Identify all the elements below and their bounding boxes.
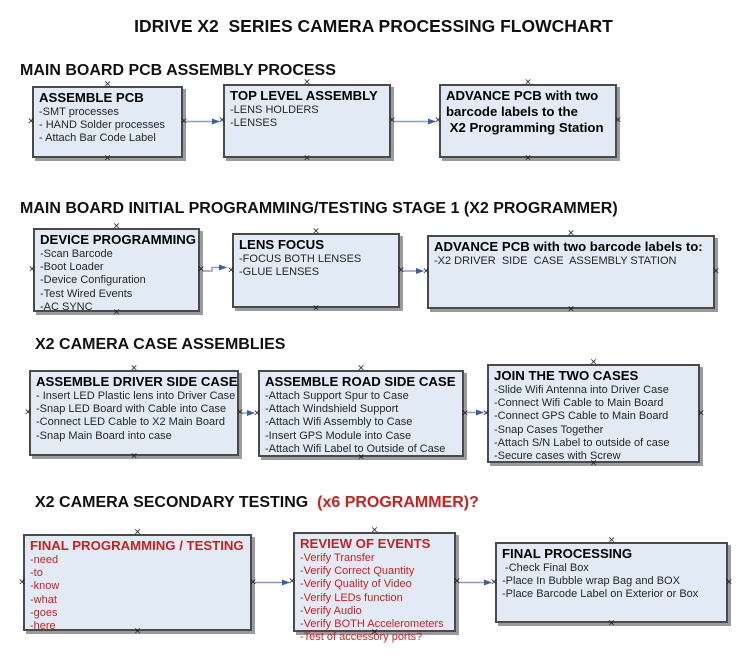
box-item: -Boot Loader <box>40 261 104 274</box>
box-item: -Snap LED Board with Cable into Case <box>36 403 227 416</box>
box-item: -to <box>30 567 43 580</box>
box-item: -LENS HOLDERS <box>230 104 319 116</box>
box-item: -Verify LEDs function <box>300 591 403 604</box>
flow-box-advance-pcb-driver-station[interactable]: ADVANCE PCB with two barcode labels to: … <box>427 235 715 309</box>
flow-box-top-level-assembly[interactable]: TOP LEVEL ASSEMBLY -LENS HOLDERS -LENSES <box>223 84 391 158</box>
box-item: -Check Final Box <box>502 562 589 574</box>
box-item: -X2 DRIVER SIDE CASE ASSEMBLY STATION <box>434 255 677 267</box>
box-title: DEVICE PROGRAMMING <box>40 232 197 247</box>
box-item: -Connect GPS Cable to Main Board <box>494 410 669 423</box>
box-title: ASSEMBLE DRIVER SIDE CASE <box>36 374 238 389</box>
box-item: -Secure cases with Screw <box>494 450 621 463</box>
box-item: -Verify BOTH Accelerometers <box>300 618 444 631</box>
box-item: -here <box>30 620 56 633</box>
box-item: -Place In Bubble wrap Bag and BOX <box>502 575 680 588</box>
box-item: -FOCUS BOTH LENSES <box>239 253 362 265</box>
connector-arrow <box>202 264 227 272</box>
flow-box-lens-focus[interactable]: LENS FOCUS -FOCUS BOTH LENSES -GLUE LENS… <box>232 233 400 308</box>
box-item: -Connect Wifi Cable to Main Board <box>494 397 664 410</box>
box-item: -Snap Cases Together <box>494 423 604 436</box>
flow-box-assemble-driver-side-case[interactable]: ASSEMBLE DRIVER SIDE CASE - Insert LED P… <box>29 370 239 456</box>
section-heading-secondary-testing: X2 CAMERA SECONDARY TESTING (x6 PROGRAMM… <box>35 494 479 512</box>
box-item: -Verify Quality of Video <box>300 578 412 591</box>
box-item: -Attach Support Spur to Case <box>265 390 409 402</box>
box-title-line: X2 Programming Station <box>446 120 604 135</box>
box-item: -Verify Transfer <box>300 552 375 564</box>
flow-box-device-programming[interactable]: DEVICE PROGRAMMING -Scan Barcode -Boot L… <box>33 228 200 313</box>
heading-red-part: (x6 PROGRAMMER)? <box>312 494 479 511</box>
box-title-line: barcode labels to the <box>446 104 578 119</box>
box-item: - HAND Solder processes <box>39 119 165 132</box>
flow-box-final-programming-testing[interactable]: FINAL PROGRAMMING / TESTING -need -to -k… <box>23 534 252 633</box>
box-item: -Test of accessory ports? <box>300 631 423 644</box>
section-heading-initial-programming: MAIN BOARD INITIAL PROGRAMMING/TESTING S… <box>20 200 618 217</box>
box-title: ADVANCE PCB with two barcode labels to: <box>434 239 703 254</box>
box-item: -Verify Audio <box>300 604 362 617</box>
box-item: -Device Configuration <box>40 274 146 287</box>
box-title: LENS FOCUS <box>239 237 324 252</box>
flow-box-final-processing[interactable]: FINAL PROCESSING -Check Final Box -Place… <box>495 542 728 623</box>
box-item: -GLUE LENSES <box>239 266 320 279</box>
box-item: -Insert GPS Module into Case <box>265 429 412 442</box>
box-item: -Attach Wifi Label to Outside of Case <box>265 442 446 455</box>
box-item: -goes <box>30 606 58 619</box>
box-item: - Attach Bar Code Label <box>39 132 156 145</box>
box-item: - Insert LED Plastic lens into Driver Ca… <box>36 390 236 402</box>
box-item: -Test Wired Events <box>40 287 133 300</box>
box-title: FINAL PROGRAMMING / TESTING <box>30 538 244 553</box>
box-item: -LENSES <box>230 117 278 130</box>
box-title: TOP LEVEL ASSEMBLY <box>230 88 378 103</box>
box-item: -Connect LED Cable to X2 Main Board <box>36 416 225 429</box>
box-title: FINAL PROCESSING <box>502 546 633 561</box>
flow-box-review-of-events[interactable]: REVIEW OF EVENTS -Verify Transfer -Verif… <box>293 532 456 643</box>
flow-box-assemble-road-side-case[interactable]: ASSEMBLE ROAD SIDE CASE -Attach Support … <box>258 370 464 457</box>
box-item: -Attach S/N Label to outside of case <box>494 436 670 449</box>
box-item: -SMT processes <box>39 106 119 118</box>
heading-black-part: X2 CAMERA SECONDARY TESTING <box>35 494 313 511</box>
box-item: -Place Barcode Label on Exterior or Box <box>502 588 699 601</box>
box-item: -Verify Correct Quantity <box>300 565 415 578</box>
box-title-line: ADVANCE PCB with two <box>446 88 599 103</box>
flow-box-join-the-two-cases[interactable]: JOIN THE TWO CASES -Slide Wifi Antenna i… <box>487 364 700 463</box>
box-item: -Snap Main Board into case <box>36 429 172 442</box>
box-title: REVIEW OF EVENTS <box>300 536 431 551</box>
box-item: -know <box>30 580 60 593</box>
box-item: -need <box>30 554 59 566</box>
page-title: IDRIVE X2 SERIES CAMERA PROCESSING FLOWC… <box>134 16 613 36</box>
box-item: -Attach Wifi Assembly to Case <box>265 416 413 429</box>
box-item: -what <box>30 593 57 606</box>
box-item: -Attach Windshield Support <box>265 403 399 416</box>
box-item: -AC SYNC <box>40 300 93 313</box>
box-item: -Scan Barcode <box>40 248 113 260</box>
section-heading-pcb-assembly: MAIN BOARD PCB ASSEMBLY PROCESS <box>20 62 336 79</box>
box-item: -Slide Wifi Antenna into Driver Case <box>494 384 669 396</box>
box-title: ASSEMBLE PCB <box>39 90 144 105</box>
section-heading-case-assemblies: X2 CAMERA CASE ASSEMBLIES <box>35 336 286 353</box>
flow-box-advance-pcb-programming-station[interactable]: ADVANCE PCB with two barcode labels to t… <box>439 84 617 158</box>
box-title: ASSEMBLE ROAD SIDE CASE <box>265 374 456 389</box>
flow-box-assemble-pcb[interactable]: ASSEMBLE PCB -SMT processes - HAND Solde… <box>32 86 183 158</box>
box-title: JOIN THE TWO CASES <box>494 368 639 383</box>
